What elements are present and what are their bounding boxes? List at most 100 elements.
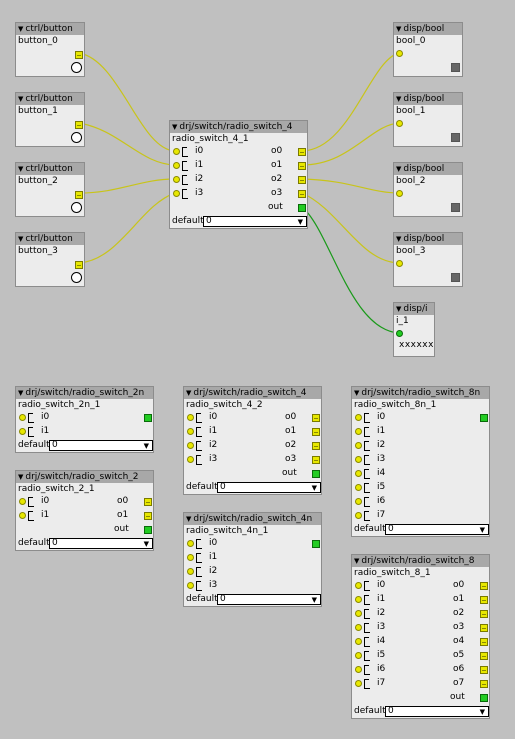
outlet-icon[interactable] (480, 610, 488, 618)
collapse-triangle-icon[interactable]: ▼ (396, 165, 402, 173)
push-button[interactable] (71, 202, 82, 213)
inlet-icon[interactable] (19, 512, 26, 519)
collapse-triangle-icon[interactable]: ▼ (186, 389, 192, 397)
inlet-icon[interactable] (355, 638, 362, 645)
collapse-triangle-icon[interactable]: ▼ (354, 557, 360, 565)
collapse-triangle-icon[interactable]: ▼ (186, 515, 192, 523)
inlet-icon[interactable] (396, 190, 403, 197)
outlet-icon[interactable] (480, 624, 488, 632)
collapse-triangle-icon[interactable]: ▼ (18, 235, 24, 243)
outlet-icon[interactable] (312, 428, 320, 436)
radio-switch-8-object[interactable]: ▼drj/switch/radio_switch_8 radio_switch_… (351, 554, 490, 719)
outlet-icon[interactable] (75, 51, 83, 59)
outlet-icon[interactable] (312, 414, 320, 422)
object-header[interactable]: ▼disp/bool (394, 163, 462, 175)
inlet-icon[interactable] (355, 666, 362, 673)
outlet-icon[interactable] (75, 191, 83, 199)
default-dropdown[interactable]: 0 ▼ (385, 706, 489, 717)
push-button[interactable] (71, 272, 82, 283)
disp-i-object[interactable]: ▼disp/i i_1 xxxxxx (393, 302, 435, 357)
inlet-icon[interactable] (19, 498, 26, 505)
object-header[interactable]: ▼ctrl/button (16, 23, 84, 35)
bool-1-object[interactable]: ▼disp/bool bool_1 (393, 92, 463, 147)
out-outlet-icon[interactable] (480, 694, 488, 702)
inlet-icon[interactable] (355, 624, 362, 631)
outlet-icon[interactable] (298, 190, 306, 198)
inlet-icon[interactable] (355, 652, 362, 659)
inlet-icon[interactable] (187, 428, 194, 435)
main-radio-switch-4-object[interactable]: ▼drj/switch/radio_switch_4 radio_switch_… (169, 120, 308, 229)
outlet-icon[interactable] (298, 162, 306, 170)
inlet-icon[interactable] (355, 414, 362, 421)
bool-0-object[interactable]: ▼disp/bool bool_0 (393, 22, 463, 77)
inlet-icon[interactable] (173, 190, 180, 197)
out-outlet-icon[interactable] (144, 414, 152, 422)
button-0-object[interactable]: ▼ctrl/button button_0 (15, 22, 85, 77)
inlet-icon[interactable] (19, 428, 26, 435)
inlet-icon[interactable] (355, 484, 362, 491)
object-header[interactable]: ▼disp/bool (394, 93, 462, 105)
inlet-icon[interactable] (187, 540, 194, 547)
out-outlet-icon[interactable] (312, 540, 320, 548)
inlet-icon[interactable] (355, 470, 362, 477)
default-dropdown[interactable]: 0 ▼ (49, 538, 153, 549)
out-outlet-icon[interactable] (312, 470, 320, 478)
collapse-triangle-icon[interactable]: ▼ (18, 389, 24, 397)
collapse-triangle-icon[interactable]: ▼ (396, 235, 402, 243)
inlet-icon[interactable] (187, 554, 194, 561)
out-outlet-icon[interactable] (480, 414, 488, 422)
inlet-icon[interactable] (355, 680, 362, 687)
object-header[interactable]: ▼drj/switch/radio_switch_2 (16, 471, 153, 483)
inlet-icon[interactable] (355, 582, 362, 589)
out-outlet-icon[interactable] (144, 526, 152, 534)
button-2-object[interactable]: ▼ctrl/button button_2 (15, 162, 85, 217)
outlet-icon[interactable] (312, 442, 320, 450)
object-header[interactable]: ▼ctrl/button (16, 163, 84, 175)
outlet-icon[interactable] (480, 638, 488, 646)
radio-switch-4n-object[interactable]: ▼drj/switch/radio_switch_4n radio_switch… (183, 512, 322, 607)
inlet-icon[interactable] (355, 596, 362, 603)
radio-switch-4-object[interactable]: ▼drj/switch/radio_switch_4 radio_switch_… (183, 386, 322, 495)
outlet-icon[interactable] (75, 121, 83, 129)
inlet-icon[interactable] (187, 442, 194, 449)
button-3-object[interactable]: ▼ctrl/button button_3 (15, 232, 85, 287)
push-button[interactable] (71, 132, 82, 143)
inlet-icon[interactable] (396, 50, 403, 57)
outlet-icon[interactable] (480, 596, 488, 604)
out-outlet-icon[interactable] (298, 204, 306, 212)
button-1-object[interactable]: ▼ctrl/button button_1 (15, 92, 85, 147)
object-header[interactable]: ▼ctrl/button (16, 93, 84, 105)
default-dropdown[interactable]: 0 ▼ (217, 594, 321, 605)
inlet-icon[interactable] (396, 260, 403, 267)
collapse-triangle-icon[interactable]: ▼ (396, 305, 402, 313)
object-header[interactable]: ▼drj/switch/radio_switch_8 (352, 555, 489, 567)
radio-switch-2-object[interactable]: ▼drj/switch/radio_switch_2 radio_switch_… (15, 470, 154, 551)
inlet-icon[interactable] (355, 428, 362, 435)
default-dropdown[interactable]: 0 ▼ (49, 440, 153, 451)
outlet-icon[interactable] (480, 666, 488, 674)
outlet-icon[interactable] (298, 176, 306, 184)
collapse-triangle-icon[interactable]: ▼ (396, 25, 402, 33)
collapse-triangle-icon[interactable]: ▼ (396, 95, 402, 103)
collapse-triangle-icon[interactable]: ▼ (18, 25, 24, 33)
default-dropdown[interactable]: 0 ▼ (217, 482, 321, 493)
object-header[interactable]: ▼drj/switch/radio_switch_2n (16, 387, 153, 399)
inlet-icon[interactable] (355, 512, 362, 519)
inlet-icon[interactable] (355, 442, 362, 449)
inlet-icon[interactable] (187, 568, 194, 575)
object-header[interactable]: ▼drj/switch/radio_switch_4n (184, 513, 321, 525)
push-button[interactable] (71, 62, 82, 73)
inlet-icon[interactable] (173, 148, 180, 155)
collapse-triangle-icon[interactable]: ▼ (172, 123, 178, 131)
inlet-icon[interactable] (187, 414, 194, 421)
outlet-icon[interactable] (298, 148, 306, 156)
inlet-icon[interactable] (355, 498, 362, 505)
inlet-icon[interactable] (173, 162, 180, 169)
default-dropdown[interactable]: 0 ▼ (385, 524, 489, 535)
object-header[interactable]: ▼disp/bool (394, 233, 462, 245)
object-header[interactable]: ▼ctrl/button (16, 233, 84, 245)
outlet-icon[interactable] (144, 498, 152, 506)
inlet-icon[interactable] (355, 610, 362, 617)
object-header[interactable]: ▼drj/switch/radio_switch_8n (352, 387, 489, 399)
inlet-icon[interactable] (396, 120, 403, 127)
